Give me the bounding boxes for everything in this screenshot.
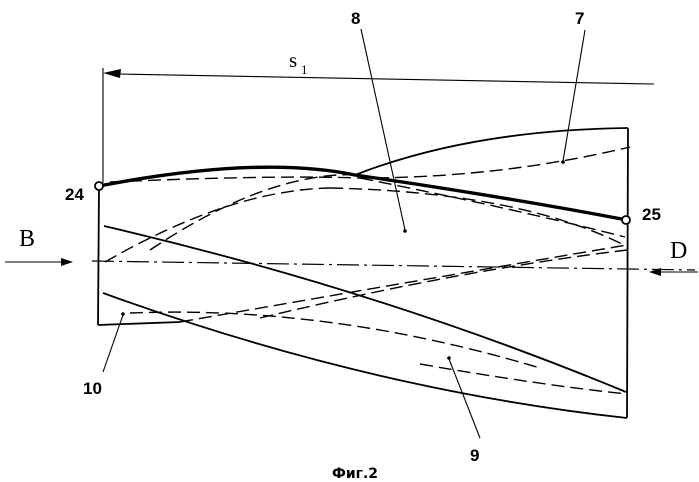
leader-10-dot <box>121 312 125 316</box>
part-leaders: 7 8 9 10 <box>83 9 585 465</box>
hidden-helix-c <box>105 188 330 262</box>
label-7: 7 <box>575 9 584 28</box>
label-9: 9 <box>470 446 479 465</box>
point-25-marker <box>622 216 630 224</box>
dimension-line <box>119 74 654 84</box>
label-s1-subscript: 1 <box>301 62 308 77</box>
label-8: 8 <box>351 9 360 28</box>
leader-10 <box>103 315 123 372</box>
label-b: B <box>19 226 35 252</box>
hidden-lines <box>105 147 630 394</box>
middle-helix-edge <box>104 226 626 392</box>
point-markers: 24 25 <box>65 182 661 224</box>
center-axis <box>92 261 695 270</box>
label-25: 25 <box>642 205 661 224</box>
figure-caption: Фиг.2 <box>332 466 378 482</box>
leader-7 <box>563 30 585 161</box>
label-d: D <box>670 238 687 264</box>
hidden-helix-a <box>150 175 360 250</box>
leader-7-dot <box>561 160 565 164</box>
dimension-arrowhead <box>103 69 121 78</box>
label-s1: s <box>289 48 297 72</box>
point-24-marker <box>95 182 103 190</box>
leader-9-dot <box>447 356 451 360</box>
label-10: 10 <box>83 379 102 398</box>
hidden-helix-d <box>330 188 626 246</box>
label-24: 24 <box>65 185 84 204</box>
leader-8-dot <box>403 229 407 233</box>
leader-8 <box>361 29 405 230</box>
body-outline <box>98 128 628 418</box>
upper-blade-edge <box>355 128 628 175</box>
bottom-left-edge <box>98 322 180 325</box>
left-edge <box>98 185 99 325</box>
hidden-helix-f <box>260 250 627 318</box>
top-helix-edge <box>99 167 627 220</box>
dimension-s1: s 1 <box>103 48 654 183</box>
bottom-helix-edge <box>103 293 627 418</box>
right-edge <box>627 128 628 418</box>
